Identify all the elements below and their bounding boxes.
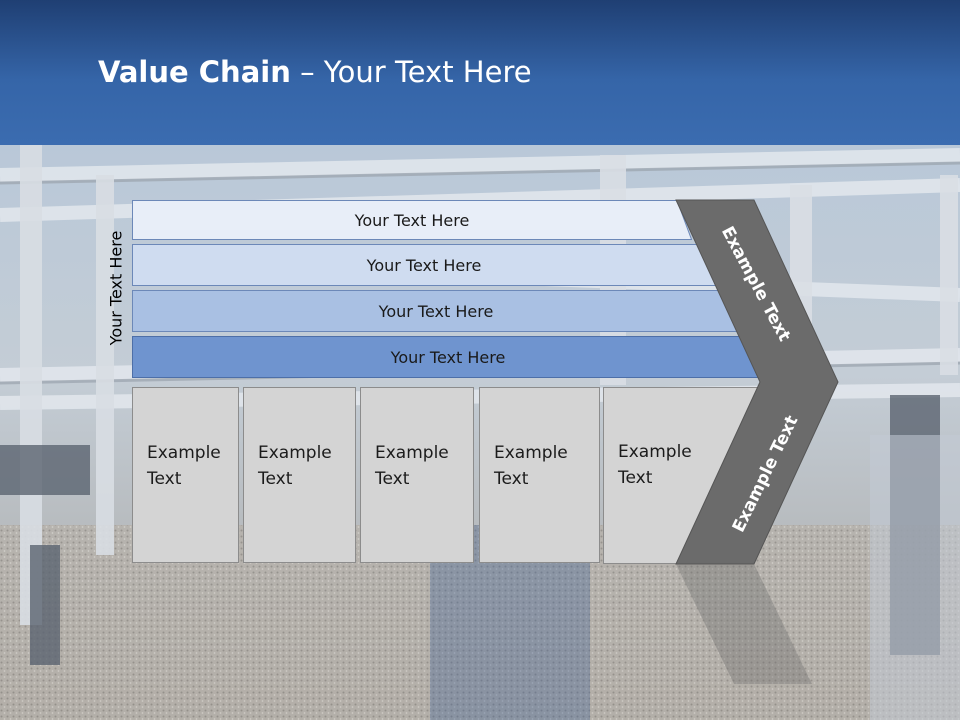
- bar-4-label: Your Text Here: [390, 347, 506, 367]
- column-2-line1: Example: [258, 443, 332, 463]
- column-3-line1: Example: [375, 443, 449, 463]
- column-4-line1: Example: [494, 443, 568, 463]
- title-rest: – Your Text Here: [290, 55, 532, 89]
- column-1-line2: Text: [147, 469, 182, 489]
- column-1-line1: Example: [147, 443, 221, 463]
- bar-2: Your Text Here: [132, 244, 716, 286]
- value-chevron: [675, 199, 839, 565]
- column-2-line2: Text: [258, 469, 293, 489]
- bar-1: Your Text Here: [132, 200, 692, 240]
- column-5-text: Example Text: [618, 439, 692, 491]
- column-3-line2: Text: [375, 469, 410, 489]
- column-5-line2: Text: [618, 468, 653, 488]
- bar-4: Your Text Here: [132, 336, 764, 378]
- side-label: Your Text Here: [106, 230, 126, 346]
- bar-3-label: Your Text Here: [378, 301, 494, 321]
- title-bar: Value Chain – Your Text Here: [0, 0, 960, 145]
- bar-3: Your Text Here: [132, 290, 740, 332]
- slide-title: Value Chain – Your Text Here: [98, 55, 532, 89]
- chevron-reflection: [676, 564, 812, 684]
- bar-2-label: Your Text Here: [366, 255, 482, 275]
- column-4-line2: Text: [494, 469, 529, 489]
- bar-1-shape: [132, 200, 692, 240]
- title-bold: Value Chain: [98, 55, 291, 89]
- column-5-line1: Example: [618, 442, 692, 462]
- bar-1-label: Your Text Here: [354, 210, 470, 230]
